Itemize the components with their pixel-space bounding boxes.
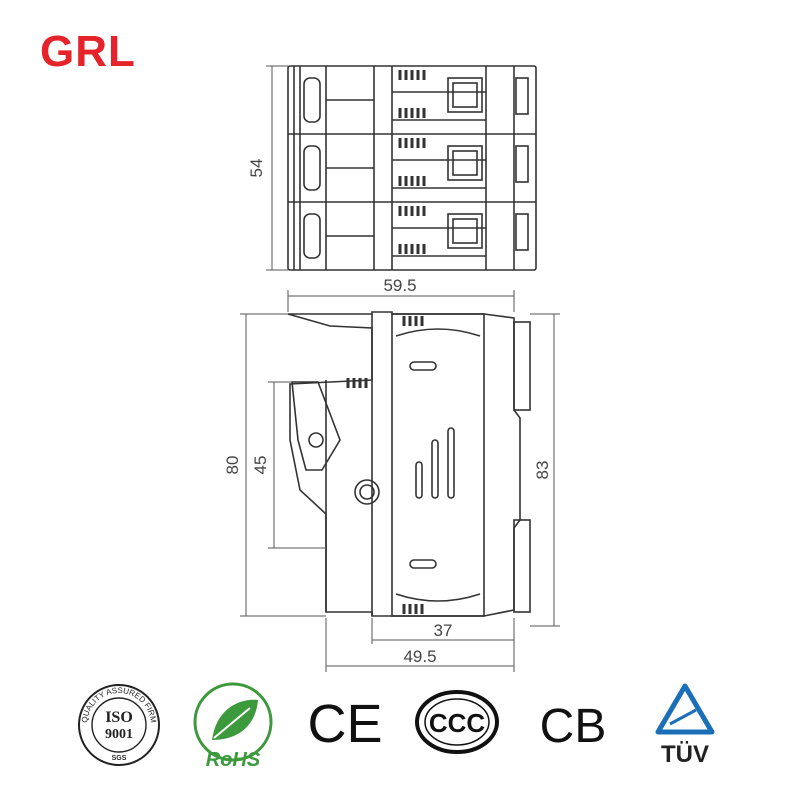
dimension-83 (530, 313, 560, 627)
dim-label-49-5: 49.5 (403, 647, 436, 666)
dim-label-83: 83 (533, 461, 552, 480)
dimension-54 (266, 65, 288, 271)
tuv-label: TÜV (661, 741, 709, 768)
dim-label-54: 54 (247, 159, 266, 178)
tuv-logo: TÜV (655, 683, 715, 768)
ce-label: CE (307, 694, 382, 754)
cb-label: CB (540, 700, 607, 753)
iso-9001-logo: QUALITY ASSURED FIRM ISO 9001 SGS (78, 684, 160, 766)
rohs-logo: RoHS (193, 682, 273, 770)
ccc-label: CCC (429, 708, 486, 738)
cb-logo: CB (540, 700, 607, 753)
dimension-80 (240, 313, 326, 617)
iso-sgs: SGS (112, 755, 127, 762)
dim-label-59-5: 59.5 (383, 276, 416, 295)
iso-number: 9001 (105, 727, 133, 742)
side-view (287, 311, 531, 617)
rohs-label: RoHS (206, 749, 261, 770)
dim-label-80: 80 (223, 456, 242, 475)
iso-label: ISO (105, 709, 133, 726)
dim-label-45: 45 (251, 456, 270, 475)
dimension-49-5 (325, 618, 515, 672)
dimension-37 (371, 618, 515, 644)
ce-logo: CE (307, 694, 382, 754)
brand-name: GRL (40, 27, 136, 76)
dimension-59-5 (287, 290, 515, 312)
brand-logo: GRL (40, 30, 136, 74)
dimension-45 (268, 381, 326, 549)
top-view (287, 65, 537, 271)
ccc-logo: CCC (415, 690, 499, 754)
dim-label-37: 37 (434, 621, 453, 640)
